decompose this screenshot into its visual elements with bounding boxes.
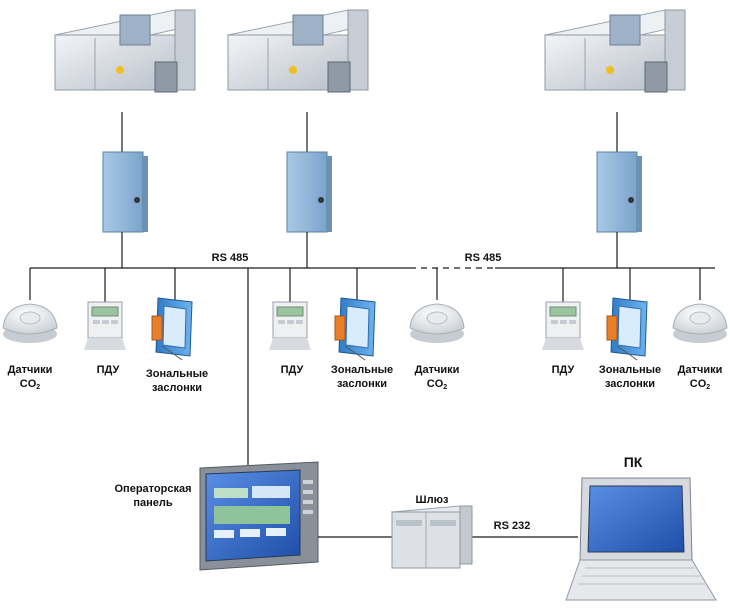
rs485-bus xyxy=(29,232,715,465)
remote-control-3-label: ПДУ xyxy=(552,364,575,376)
co2-sensor-2 xyxy=(409,303,465,343)
zone-damper-3-label-line1: Зональные xyxy=(599,364,661,376)
pc-label: ПК xyxy=(624,454,643,470)
remote-control-1 xyxy=(84,301,126,350)
zone-damper-3 xyxy=(606,297,648,361)
rs232-label: RS 232 xyxy=(494,520,531,532)
zone-damper-1 xyxy=(151,297,193,361)
gateway xyxy=(390,505,474,569)
operator-panel-label-line2: панель xyxy=(133,497,173,509)
co2-sensor-1-label-line2: CO2 xyxy=(20,378,41,391)
rs485-label-left: RS 485 xyxy=(212,252,249,264)
controller-cabinet-1 xyxy=(102,151,148,233)
zone-damper-2-label-line1: Зональные xyxy=(331,364,393,376)
co2-sensor-3 xyxy=(672,303,728,343)
co2-sensor-3-label-line1: Датчики xyxy=(678,364,723,376)
zone-damper-1-label-line2: заслонки xyxy=(152,382,202,394)
zone-damper-3-label-line2: заслонки xyxy=(605,378,655,390)
air-handling-unit-2 xyxy=(226,9,370,93)
co2-sensor-1 xyxy=(2,303,58,343)
rs485-label-right: RS 485 xyxy=(465,252,502,264)
pc-laptop xyxy=(565,477,717,601)
co2-sensor-2-label-line1: Датчики xyxy=(415,364,460,376)
remote-control-3 xyxy=(542,301,584,350)
air-handling-unit-1 xyxy=(53,9,197,93)
controller-cabinet-2 xyxy=(286,151,332,233)
remote-control-2-label: ПДУ xyxy=(281,364,304,376)
controller-cabinet-3 xyxy=(596,151,642,233)
co2-sensor-2-label-line2: CO2 xyxy=(427,378,448,391)
co2-sensor-3-label-line2: CO2 xyxy=(690,378,711,391)
zone-damper-2 xyxy=(334,297,376,361)
operator-panel xyxy=(199,461,319,571)
remote-control-1-label: ПДУ xyxy=(97,364,120,376)
gateway-label: Шлюз xyxy=(416,494,449,506)
air-handling-unit-3 xyxy=(543,9,687,93)
co2-sensor-1-label-line1: Датчики xyxy=(8,364,53,376)
remote-control-2 xyxy=(269,301,311,350)
zone-damper-1-label-line1: Зональные xyxy=(146,368,208,380)
zone-damper-2-label-line2: заслонки xyxy=(337,378,387,390)
operator-panel-label-line1: Операторская xyxy=(115,483,192,495)
